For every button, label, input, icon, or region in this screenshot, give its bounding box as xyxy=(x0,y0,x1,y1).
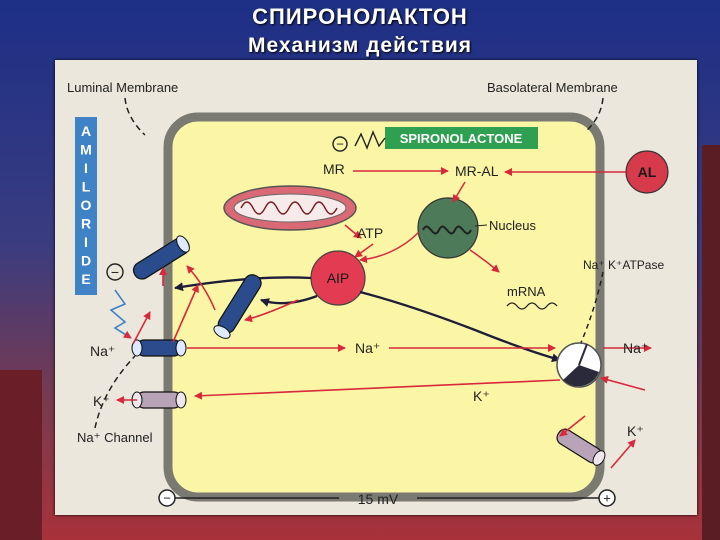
cytoplasmic-channel xyxy=(213,274,262,339)
na-cell-label: Na⁺ xyxy=(355,340,380,356)
arrow-k-to-lumen xyxy=(194,379,561,400)
al-label: AL xyxy=(638,164,657,180)
amiloride-letter: O xyxy=(81,197,92,213)
luminal-membrane-pointer xyxy=(124,97,146,136)
na-channel-label: Na⁺ Channel xyxy=(77,430,153,445)
basolateral-membrane-pointer xyxy=(584,97,604,133)
mr-minus-circle xyxy=(332,136,348,152)
voltage-plus: + xyxy=(603,491,611,506)
arrow-aip-to-pump xyxy=(359,290,561,363)
amiloride-letter: E xyxy=(81,271,90,287)
slide-subtitle: Механизм действия xyxy=(247,34,473,57)
atpase-pointer xyxy=(579,271,604,346)
amiloride-minus-sign: − xyxy=(111,264,119,280)
arrow-k-to-basolateral-channel xyxy=(559,415,586,437)
mechanism-diagram: Luminal Membrane Basolateral Membrane SP… xyxy=(67,80,669,507)
mr-al-label: MR-AL xyxy=(455,163,499,179)
arrow-aip-to-cytochannel xyxy=(260,294,318,307)
transepithelial-voltage xyxy=(158,489,616,507)
arrow-mito-to-atp xyxy=(344,224,362,239)
amiloride-letter: D xyxy=(81,253,91,269)
luminal-channel-top xyxy=(132,235,190,280)
atp-label: ATP xyxy=(357,225,383,241)
arrow-nucleus-to-aip xyxy=(359,231,420,264)
amiloride-column xyxy=(75,117,97,295)
arrow-insert-channel-2 xyxy=(186,265,216,311)
amiloride-letter: I xyxy=(84,160,88,176)
amiloride-minus-circle xyxy=(106,263,124,281)
na-k-atpase-label: Na⁺ K⁺ATPase xyxy=(583,258,664,272)
mrna-wave xyxy=(506,302,558,310)
mr-label: MR xyxy=(323,161,345,177)
na-k-pump xyxy=(556,342,602,388)
luminal-membrane-label: Luminal Membrane xyxy=(67,80,178,95)
mrna-label: mRNA xyxy=(507,284,546,299)
arrow-channel-recycle-2 xyxy=(172,284,199,343)
arrow-mral-to-nucleus xyxy=(452,181,466,203)
voltage-label: 15 mV xyxy=(358,491,399,507)
amiloride-letter: A xyxy=(81,123,91,139)
spironolactone-badge xyxy=(385,127,538,149)
k-blood-label: K⁺ xyxy=(627,423,644,439)
basolateral-membrane-label: Basolateral Membrane xyxy=(487,80,618,95)
na-lumen-label: Na⁺ xyxy=(90,343,115,359)
na-blood-label: Na⁺ xyxy=(623,340,648,356)
spironolactone-label: SPIRONOLACTONE xyxy=(400,131,523,146)
arrow-nucleus-to-mrna xyxy=(469,249,500,273)
nucleus xyxy=(417,197,479,259)
arrow-k-out-basolateral xyxy=(610,439,636,469)
voltage-minus: − xyxy=(163,491,171,506)
na-channel-pointer xyxy=(94,355,136,429)
amiloride-letter: I xyxy=(84,234,88,250)
decor-bar-right xyxy=(702,145,720,540)
amiloride-letter: M xyxy=(80,142,92,158)
nucleus-pointer xyxy=(474,224,488,227)
mitochondrion xyxy=(223,185,357,231)
k-cell-label: K⁺ xyxy=(473,388,490,404)
amiloride-letter: R xyxy=(81,216,91,232)
arrow-atp-to-aip xyxy=(354,243,374,258)
arrow-aip-to-cytochannel-red xyxy=(244,299,299,323)
nucleus-label: Nucleus xyxy=(489,218,536,233)
amiloride-inhibition-zigzag xyxy=(109,289,132,339)
arrow-channel-recycle-1 xyxy=(132,311,151,345)
arrow-k-into-pump xyxy=(600,375,646,391)
mechanism-figure: Luminal Membrane Basolateral Membrane SP… xyxy=(55,60,697,515)
k-channel-basolateral xyxy=(556,428,606,466)
k-channel-luminal xyxy=(131,391,187,409)
na-channel xyxy=(131,339,187,357)
mr-minus-sign: − xyxy=(336,137,344,152)
amiloride-letter: L xyxy=(82,179,91,195)
aip-label: AIP xyxy=(327,270,350,286)
inhibition-zigzag xyxy=(354,130,386,150)
slide-title: СПИРОНОЛАКТОН xyxy=(252,4,468,29)
decor-bar-left xyxy=(0,370,42,540)
